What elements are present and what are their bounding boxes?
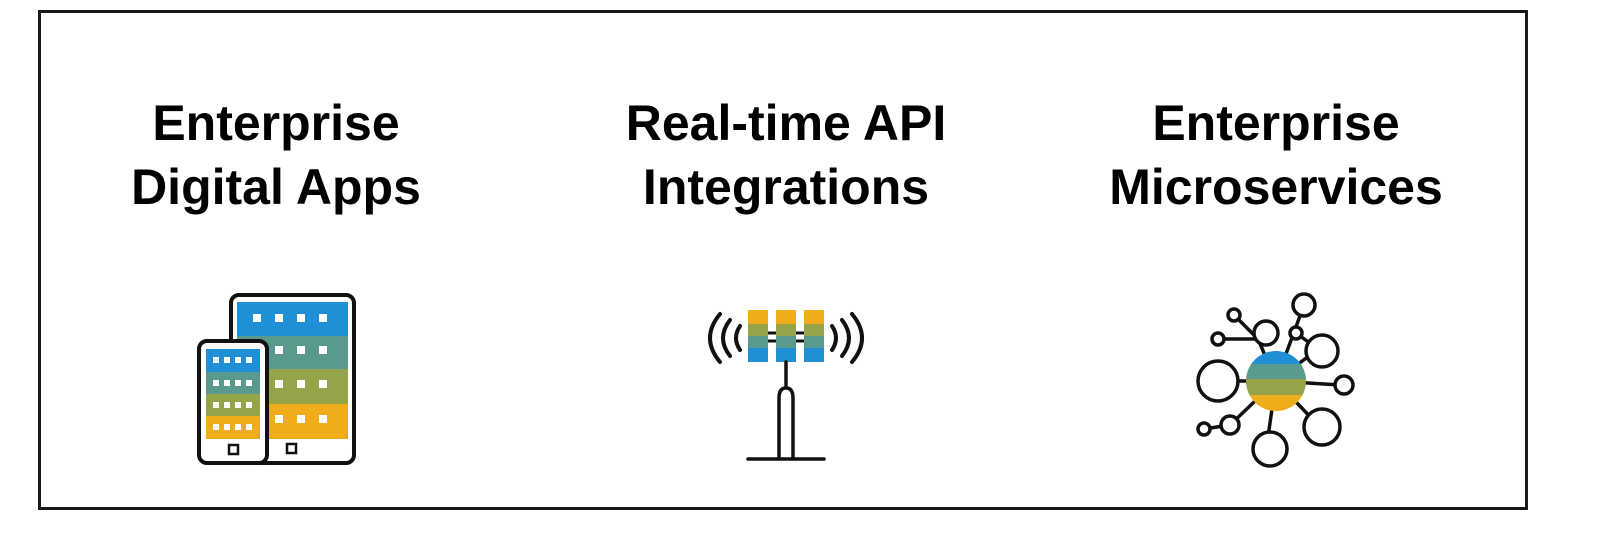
title-line-1: Enterprise — [1152, 95, 1400, 151]
antenna-tower-icon — [696, 298, 876, 473]
network-nodes-icon — [1186, 289, 1366, 474]
column-title: Real-time API Integrations — [601, 91, 971, 219]
column-api-integrations: Real-time API Integrations — [601, 13, 971, 507]
column-title: Enterprise Digital Apps — [101, 91, 451, 219]
column-digital-apps: Enterprise Digital Apps — [101, 13, 451, 507]
title-line-1: Enterprise — [152, 95, 400, 151]
column-microservices: Enterprise Microservices — [1091, 13, 1461, 507]
title-line-2: Microservices — [1109, 159, 1443, 215]
tablet-phone-icon — [191, 289, 361, 474]
title-line-1: Real-time API — [625, 95, 947, 151]
title-line-2: Integrations — [642, 159, 930, 215]
diagram-frame: Enterprise Digital Apps — [38, 10, 1528, 510]
title-line-2: Digital Apps — [131, 159, 421, 215]
column-title: Enterprise Microservices — [1091, 91, 1461, 219]
